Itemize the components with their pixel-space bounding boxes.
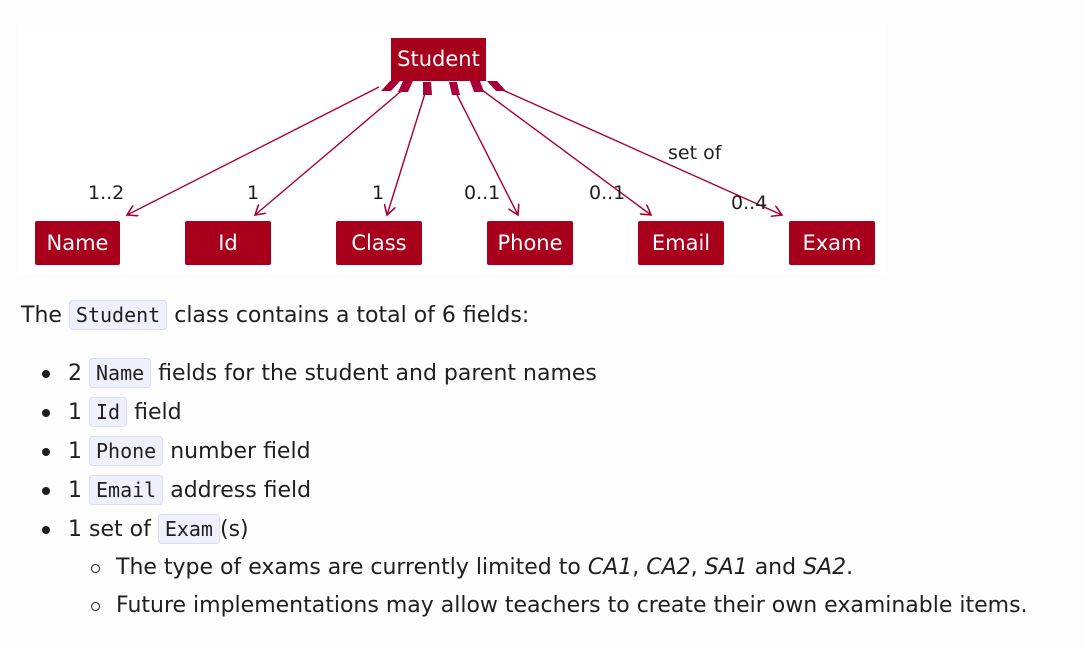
list-item: The type of exams are currently limited …: [90, 549, 1071, 587]
mult-exam: 0..4: [731, 192, 767, 214]
field-suffix: field: [134, 400, 182, 425]
field-suffix: address field: [170, 478, 312, 503]
diamond-class: [423, 82, 432, 95]
field-prefix: 1: [68, 439, 82, 464]
node-email: Email: [638, 221, 724, 265]
mult-class: 1: [372, 182, 384, 204]
sentence-end: .: [846, 555, 854, 580]
intro-prefix: The: [21, 303, 62, 328]
list-item: 1 Id field: [41, 393, 1071, 432]
node-id: Id: [185, 221, 271, 265]
field-description: The Student class contains a total of 6 …: [21, 296, 1071, 625]
field-code: Name: [89, 358, 152, 388]
node-phone-label: Phone: [497, 231, 562, 255]
edge-note-set-of: set of: [668, 142, 723, 164]
node-phone: Phone: [487, 221, 573, 265]
edge-student-id: [255, 86, 407, 215]
field-prefix: 1: [68, 400, 82, 425]
exam-types-prefix: The type of exams are currently limited …: [116, 555, 581, 580]
field-suffix: number field: [170, 439, 311, 464]
node-id-label: Id: [218, 231, 238, 255]
field-list: 2 Name fields for the student and parent…: [21, 354, 1071, 625]
mult-phone: 0..1: [464, 182, 500, 204]
node-name: Name: [35, 221, 120, 265]
field-code: Phone: [89, 436, 164, 466]
list-item: 1 set of Exam(s) The type of exams are c…: [41, 510, 1071, 625]
uml-diagram: Student Name Id Class Phone Email Exam 1…: [19, 25, 885, 274]
mult-name: 1..2: [88, 182, 124, 204]
field-suffix: (s): [219, 517, 249, 542]
intro-suffix: class contains a total of 6 fields:: [174, 303, 530, 328]
diamond-phone: [449, 82, 460, 95]
edge-student-class: [387, 86, 428, 215]
intro-paragraph: The Student class contains a total of 6 …: [21, 296, 1071, 335]
node-email-label: Email: [652, 231, 710, 255]
separator: ,: [690, 555, 698, 580]
separator: ,: [632, 555, 640, 580]
field-prefix: 1 set of: [68, 517, 151, 542]
edges: [127, 86, 782, 215]
list-item: 1 Phone number field: [41, 432, 1071, 471]
class-diagram-svg: Student Name Id Class Phone Email Exam 1…: [35, 38, 875, 265]
node-class-label: Class: [351, 231, 406, 255]
node-exam: Exam: [789, 221, 875, 265]
exam-type: CA2: [646, 555, 691, 580]
field-code: Email: [89, 475, 164, 505]
diamond-id: [398, 81, 413, 92]
diamond-exam: [487, 81, 506, 91]
field-code: Exam: [157, 514, 220, 544]
diamond-name: [381, 81, 400, 91]
field-prefix: 1: [68, 478, 82, 503]
field-suffix: fields for the student and parent names: [158, 361, 597, 386]
edge-student-phone: [452, 86, 518, 215]
field-prefix: 2: [68, 361, 82, 386]
intro-code: Student: [68, 300, 168, 330]
list-item: Future implementations may allow teacher…: [90, 587, 1071, 625]
mult-email: 0..1: [589, 182, 625, 204]
exam-type: SA2: [803, 555, 847, 580]
node-student: Student: [391, 38, 486, 81]
edge-student-email: [477, 86, 651, 215]
edge-student-name: [127, 86, 380, 215]
exam-notes-list: The type of exams are currently limited …: [68, 549, 1071, 625]
exam-type: SA1: [704, 555, 748, 580]
diamond-email: [470, 81, 484, 92]
list-item: 2 Name fields for the student and parent…: [41, 354, 1071, 393]
future-note: Future implementations may allow teacher…: [116, 593, 1028, 618]
and-word: and: [754, 555, 797, 580]
list-item: 1 Email address field: [41, 471, 1071, 510]
edge-student-exam: [495, 86, 782, 215]
node-name-label: Name: [47, 231, 109, 255]
node-student-label: Student: [397, 47, 480, 71]
field-code: Id: [89, 397, 128, 427]
mult-id: 1: [247, 182, 259, 204]
node-exam-label: Exam: [802, 231, 861, 255]
exam-type: CA1: [587, 555, 633, 580]
composition-diamonds: [381, 81, 506, 95]
node-class: Class: [336, 221, 422, 265]
